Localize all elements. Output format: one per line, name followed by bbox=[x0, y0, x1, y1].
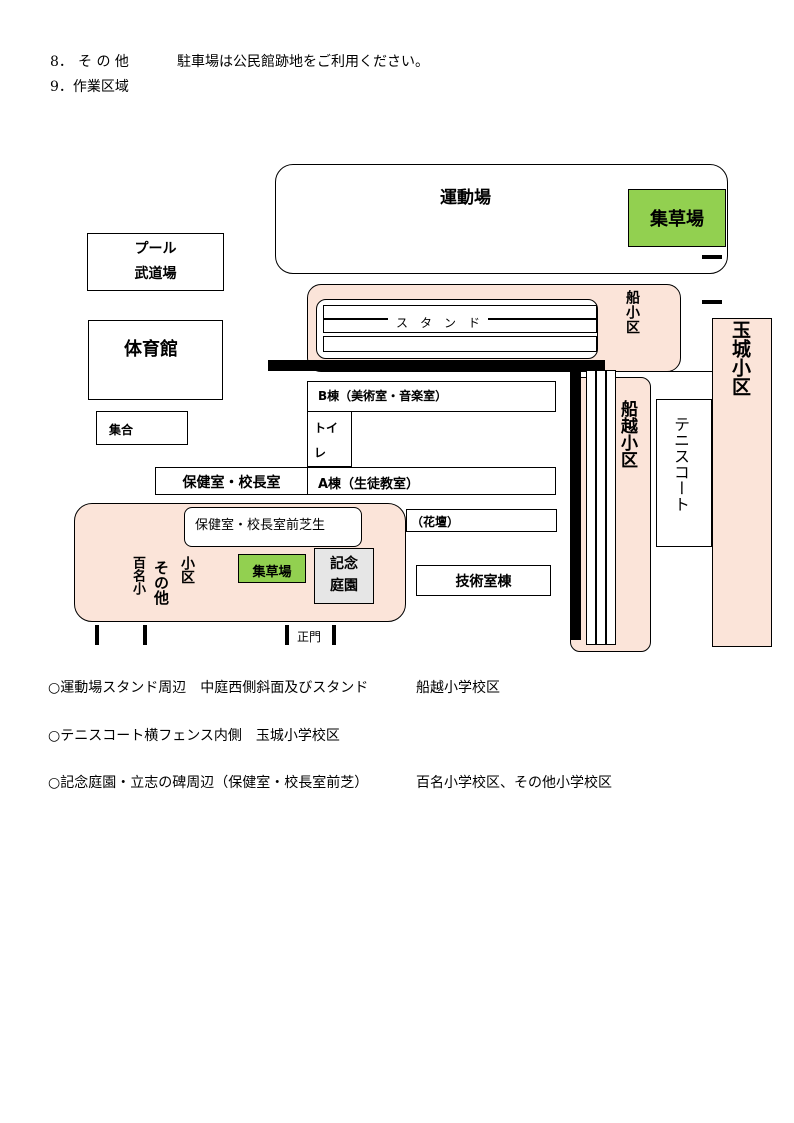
momona-label: 百名小 bbox=[130, 556, 145, 595]
funakoshi-small-zone-label: 船小区 bbox=[624, 290, 640, 335]
gathering-point: 集合 bbox=[96, 411, 188, 445]
zone-suffix-label: 小区 bbox=[179, 556, 195, 584]
assignment-1-school: 船越小学校区 bbox=[416, 680, 500, 696]
a-building: A棟（生徒教室） bbox=[307, 467, 556, 495]
technical-building: 技術室棟 bbox=[416, 565, 551, 596]
item-8-label: そ の 他 bbox=[78, 54, 129, 70]
b-building-label: B棟（美術室・音楽室） bbox=[318, 389, 448, 403]
item-8-text: 駐車場は公民館跡地をご利用ください。 bbox=[177, 54, 429, 70]
main-gate-label: 正門 bbox=[297, 630, 322, 644]
a-building-label: A棟（生徒教室） bbox=[318, 477, 420, 492]
gate-post-1 bbox=[95, 625, 99, 645]
assignment-2-area: ○テニスコート横フェンス内側 玉城小学校区 bbox=[48, 728, 340, 744]
tamagusuku-zone bbox=[712, 318, 772, 647]
assignment-3-school: 百名小学校区、その他小学校区 bbox=[416, 775, 612, 791]
corridor-strip-3 bbox=[606, 370, 616, 645]
gate-post-4 bbox=[332, 625, 336, 645]
flowerbed: （花壇） bbox=[406, 509, 557, 532]
technical-building-label: 技術室棟 bbox=[455, 574, 512, 590]
gymnasium bbox=[88, 320, 223, 400]
wall-vertical bbox=[570, 370, 581, 640]
stand-label: ス タ ン ド bbox=[388, 314, 489, 331]
tennis-court bbox=[656, 399, 712, 547]
corridor-strip-2 bbox=[596, 370, 606, 645]
collection-area-bottom-label: 集草場 bbox=[252, 565, 292, 580]
fence-mark-2 bbox=[702, 300, 722, 304]
gate-post-3 bbox=[285, 625, 289, 645]
tennis-court-label: テニスコート bbox=[671, 416, 690, 512]
funakoshi-zone-label: 船越小区 bbox=[617, 400, 637, 468]
lawn-area: 保健室・校長室前芝生 bbox=[184, 507, 362, 547]
budo-label: 武道場 bbox=[134, 266, 177, 282]
other-label: その他 bbox=[152, 560, 170, 605]
memorial-garden-label: 記念庭園 bbox=[330, 556, 358, 594]
stand-row-3 bbox=[323, 336, 597, 352]
gathering-label: 集合 bbox=[109, 423, 134, 437]
sports-field-label: 運動場 bbox=[440, 188, 491, 208]
pool-budo-building: プール 武道場 bbox=[87, 233, 224, 291]
memorial-garden: 記念庭園 bbox=[314, 548, 374, 604]
pool-label: プール bbox=[134, 241, 177, 257]
item-9-heading: 9．作業区域 bbox=[50, 79, 129, 95]
wall-horizontal bbox=[268, 360, 605, 371]
corridor-strip-1 bbox=[586, 370, 596, 645]
flowerbed-label: （花壇） bbox=[411, 515, 460, 529]
b-building: B棟（美術室・音楽室） bbox=[307, 381, 556, 412]
fence-mark-1 bbox=[702, 255, 722, 259]
item-8-number: 8． bbox=[50, 54, 73, 70]
collection-area-bottom: 集草場 bbox=[238, 554, 306, 583]
assignment-3-area: ○記念庭園・立志の碑周辺（保健室・校長室前芝） bbox=[48, 775, 369, 791]
toilet-building bbox=[307, 411, 352, 467]
gymnasium-label: 体育館 bbox=[124, 339, 178, 360]
toilet-label: トイレ bbox=[314, 421, 339, 460]
health-principal-label: 保健室・校長室 bbox=[182, 475, 281, 491]
assignment-1-area: ○運動場スタンド周辺 中庭西側斜面及びスタンド bbox=[48, 680, 369, 696]
tamagusuku-zone-label: 玉城小区 bbox=[729, 320, 751, 396]
gate-post-2 bbox=[143, 625, 147, 645]
lawn-label: 保健室・校長室前芝生 bbox=[195, 518, 326, 533]
health-principal-building: 保健室・校長室 bbox=[155, 467, 308, 495]
collection-area-top-label: 集草場 bbox=[650, 209, 704, 230]
collection-area-top: 集草場 bbox=[628, 189, 726, 247]
fence-line bbox=[650, 371, 712, 372]
